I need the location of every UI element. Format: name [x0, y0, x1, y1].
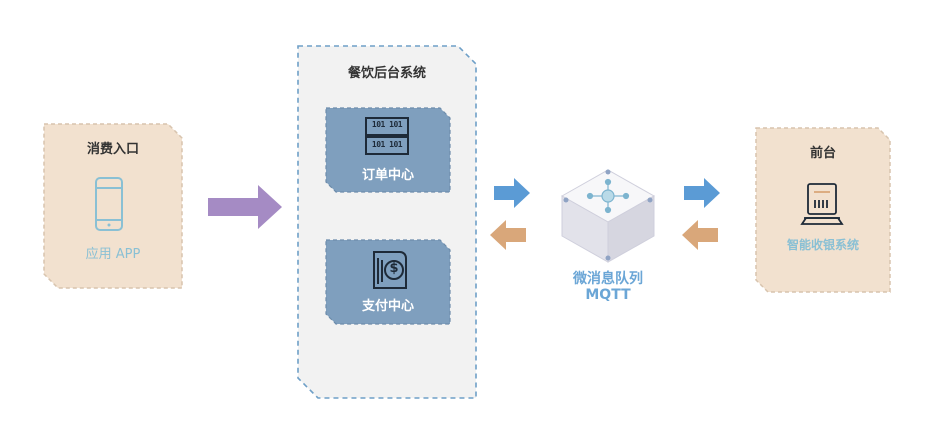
orange-arrow-left-2 [682, 220, 718, 250]
front-title: 前台 [809, 146, 836, 161]
order-card [325, 107, 451, 193]
front-panel [755, 127, 891, 293]
purple-arrow [208, 185, 282, 229]
order-bits-bottom: 101 101 [371, 140, 403, 149]
backend-panel [297, 45, 477, 399]
payment-dollar-icon [373, 251, 407, 289]
phone-icon [95, 177, 123, 231]
payment-card [325, 239, 451, 325]
queue-subtitle: MQTT [585, 287, 631, 303]
entry-title: 消费入口 [86, 142, 139, 157]
orange-arrow-left-1 [490, 220, 526, 250]
pos-terminal-icon [800, 183, 844, 225]
app-label: 应用 APP [85, 247, 141, 262]
backend-title: 餐饮后台系统 [347, 66, 426, 81]
queue-title: 微消息队列 [573, 271, 643, 287]
order-bits-top: 101 101 [371, 120, 403, 129]
blue-arrow-right-1 [494, 178, 530, 208]
mqtt-cube-icon [560, 169, 656, 263]
order-center-label: 订单中心 [361, 168, 414, 183]
payment-center-label: 支付中心 [361, 299, 414, 314]
dollar-glyph-icon: $ [389, 261, 399, 276]
pos-label: 智能收银系统 [786, 238, 859, 252]
entry-panel [43, 123, 183, 289]
order-binary-icon [365, 117, 409, 155]
blue-arrow-right-2 [684, 178, 720, 208]
